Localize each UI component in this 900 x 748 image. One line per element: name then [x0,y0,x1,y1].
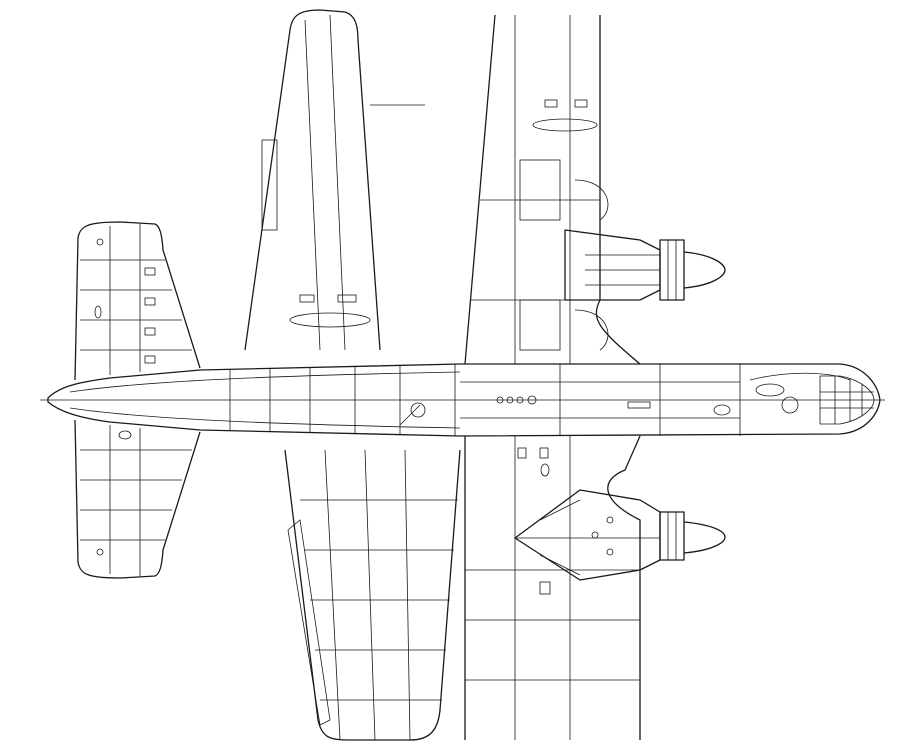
lower-inner-wing [464,435,641,740]
upper-outer-wing [244,9,381,351]
lower-outer-wing [284,449,461,741]
tail-panel-lines [80,224,192,576]
nose-glazing [749,372,875,425]
lower-outer-wing-lines [287,449,458,741]
lower-inner-wing-lines [465,436,640,740]
upper-inner-wing [464,14,641,365]
lower-engine-details [515,499,677,576]
upper-inner-wing-lines [470,15,609,364]
upper-engine-nacelle [564,229,726,301]
upper-engine-details [585,240,677,300]
lower-engine-nacelle [514,489,726,581]
upper-outer-wing-lines [261,14,425,351]
fuselage-panel-lines [40,364,885,436]
horizontal-stabilizer [74,221,201,579]
